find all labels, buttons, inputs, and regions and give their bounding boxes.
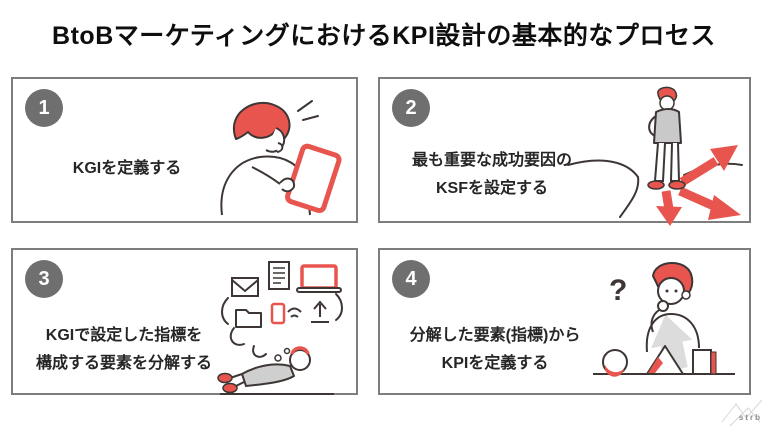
open-mouth [276, 142, 284, 153]
eye [665, 289, 669, 293]
face [657, 277, 685, 305]
road-line [567, 159, 639, 178]
gray-up-arrow-icon [651, 314, 693, 372]
step-4-label: 分解した要素(指標)から KPIを定義する [380, 322, 610, 378]
red-arrow-right-icon [679, 145, 738, 186]
step-3-label: KGIで設定した指標を 構成する要素を分解する [15, 322, 233, 378]
strb-logo-text: strb [738, 413, 762, 422]
daydreaming-illustration [217, 261, 343, 395]
face [659, 95, 675, 111]
question-mark-icon: ? [609, 274, 627, 307]
thinking-with-shapes-illustration: ? [593, 262, 735, 377]
face [289, 349, 311, 371]
red-shoe-icon [217, 372, 233, 384]
emphasis-line-icon [302, 115, 319, 121]
step-card-1: 1 KGIを定義する [11, 77, 358, 223]
step-number-badge: 3 [25, 260, 63, 298]
box-shape-icon [692, 349, 717, 375]
red-arrow-down-icon [656, 190, 682, 226]
step-1-label: KGIを定義する [27, 155, 227, 183]
thought-cloud-line [252, 345, 267, 358]
person-reading-tablet-illustration [220, 100, 342, 216]
step-2-line2: KSFを設定する [435, 180, 548, 197]
step-number-badge: 4 [392, 260, 430, 298]
folder-icon [235, 309, 262, 328]
step-3-line2: 構成する要素を分解する [35, 355, 212, 372]
red-shoe-icon [222, 382, 238, 394]
page-title: BtoBマーケティングにおけるKPI設計の基本的なプロセス [52, 22, 716, 50]
strb-logo: strb [718, 396, 766, 430]
step-4-line2: KPIを定義する [441, 355, 549, 372]
crossroads-illustration [567, 86, 743, 226]
step-card-4: 4 分解した要素(指標)から KPIを定義する ? [378, 248, 751, 395]
body-outline [645, 312, 700, 353]
red-shoe-icon [668, 180, 686, 190]
thought-cloud-line [335, 293, 343, 321]
step-card-2: 2 最も重要な成功要因の KSFを設定する [378, 77, 751, 226]
arm-on-hip [648, 115, 657, 137]
gray-sweater [653, 108, 682, 144]
tablet-icon [285, 143, 342, 214]
emphasis-line-icon [297, 100, 313, 112]
road-line [619, 176, 640, 218]
ball-shape-icon [602, 349, 628, 377]
red-shoe-icon [647, 180, 665, 190]
ear [681, 290, 691, 300]
step-card-3: 3 KGIで設定した指標を 構成する要素を分解する [11, 248, 358, 395]
thought-bubble-dot [283, 347, 291, 355]
thought-bubble-dot [274, 354, 282, 362]
red-headphones-icon [290, 346, 310, 355]
phone-icon [270, 302, 286, 325]
step-2-line1: 最も重要な成功要因の [411, 152, 572, 169]
pointing-hand [279, 177, 296, 193]
laptop-icon [296, 264, 342, 293]
arm-line [251, 166, 281, 185]
upload-icon [311, 300, 329, 323]
document-icon [268, 261, 290, 290]
signal-icon [287, 307, 302, 318]
step-number-badge: 2 [392, 89, 430, 127]
thought-cloud-line [229, 327, 245, 346]
eye [674, 289, 678, 293]
mail-icon [231, 277, 259, 297]
step-number-badge: 1 [25, 89, 63, 127]
triangle-shape-icon [646, 345, 684, 375]
step-2-label: 最も重要な成功要因の KSFを設定する [386, 147, 598, 203]
paper-plane-sketch-icon [721, 399, 763, 427]
thought-cloud-line [221, 297, 229, 325]
red-arrow-downright-icon [678, 186, 741, 220]
gray-shirt-body [241, 363, 295, 387]
fist-on-chin [657, 300, 669, 312]
pants [653, 142, 681, 182]
step-3-line1: KGIで設定した指標を [45, 327, 203, 344]
step-4-line1: 分解した要素(指標)から [409, 327, 581, 344]
step-1-line1: KGIを定義する [72, 160, 182, 177]
